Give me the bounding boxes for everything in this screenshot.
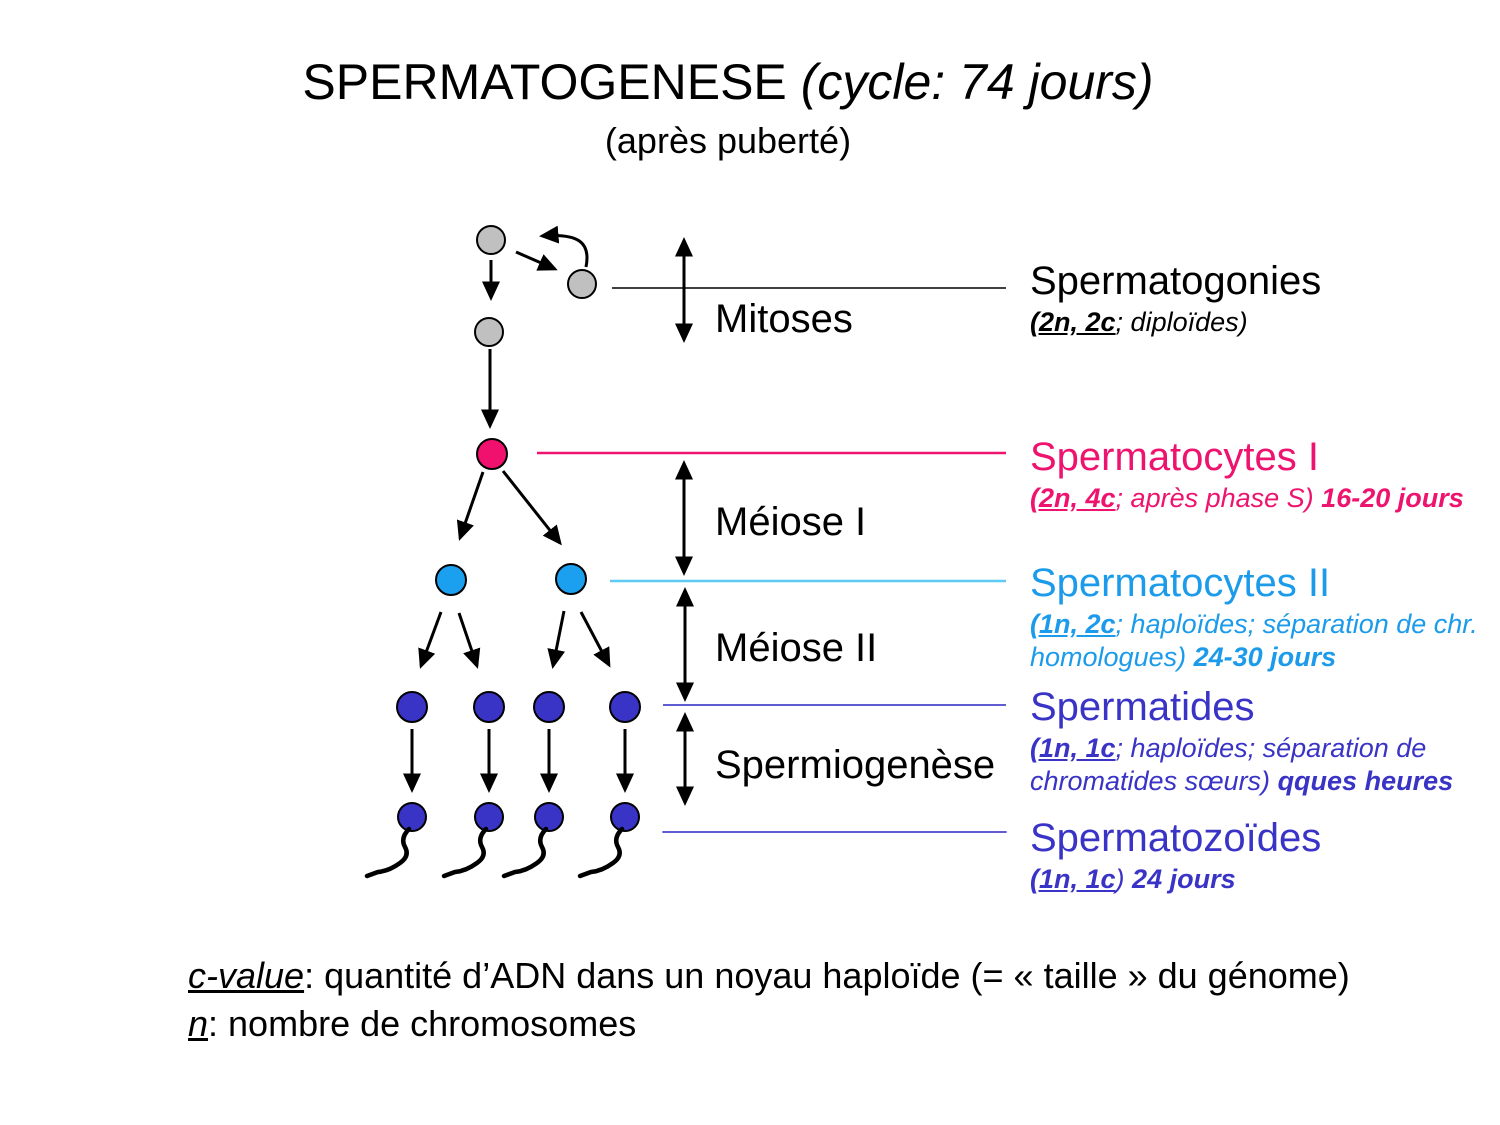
stage-duration: 24 jours	[1132, 864, 1236, 894]
spermatozoon-head	[610, 802, 640, 832]
stage-desc: )	[1115, 864, 1133, 894]
spermatozoon-tail	[441, 826, 489, 879]
ploidy-value: (2n, 4c	[1030, 483, 1116, 513]
mitosis-loop-arrow	[539, 225, 589, 268]
stage-desc: ; après phase S)	[1115, 483, 1322, 513]
stage-spermatides: Spermatides (1n, 1c; haploïdes; séparati…	[1030, 684, 1500, 798]
spermatid-cell	[473, 691, 505, 723]
label-mitoses: Mitoses	[715, 297, 853, 341]
meiosis2-division-arrow	[547, 610, 566, 669]
spermatozoon-head	[397, 802, 427, 832]
spermatid-cell	[396, 691, 428, 723]
footnote-line-cvalue: c-value: quantité d’ADN dans un noyau ha…	[188, 952, 1350, 1000]
spermatogonium-cell	[567, 269, 597, 299]
page-subtitle: (après puberté)	[604, 119, 852, 161]
ploidy-value: (1n, 1c	[1030, 733, 1116, 763]
footnote-line-n: n: nombre de chromosomes	[188, 1000, 1350, 1048]
stage-detail: (1n, 2c; haploïdes; séparation de chr. h…	[1030, 608, 1478, 674]
ploidy-value: (1n, 2c	[1030, 609, 1116, 639]
spermatocyte1-group	[456, 438, 1006, 546]
page-title-cycle: (cycle: 74 jours)	[800, 54, 1154, 110]
stage-spermatocytes2: Spermatocytes II (1n, 2c; haploïdes; sép…	[1030, 560, 1500, 674]
footnote-text: : nombre de chromosomes	[208, 1003, 637, 1044]
label-spermiogenese: Spermiogenèse	[715, 743, 996, 787]
stage-spermatogonies: Spermatogonies (2n, 2c; diploïdes)	[1030, 258, 1500, 339]
spermatozoon-tail	[501, 826, 549, 879]
meiosis2-division-arrow	[579, 611, 611, 668]
meiosis2-division-arrow	[418, 611, 443, 669]
stage-detail: (1n, 1c) 24 jours	[1030, 863, 1500, 896]
spermatid-cell	[609, 691, 641, 723]
stage-title: Spermatides	[1030, 685, 1255, 729]
spermatogonium-cell	[474, 317, 504, 347]
spermatogonium-cell	[476, 225, 506, 255]
footnote: c-value: quantité d’ADN dans un noyau ha…	[188, 952, 1350, 1048]
stage-detail: (2n, 4c; après phase S) 16-20 jours	[1030, 482, 1500, 515]
stage-title: Spermatozoïdes	[1030, 816, 1322, 860]
ploidy-value: (2n, 2c	[1030, 307, 1116, 337]
page-title: SPERMATOGENESE (cycle: 74 jours)	[0, 54, 1456, 112]
spermatozoa-group	[364, 802, 1007, 879]
spermatogonia-cells	[474, 225, 1006, 429]
label-meiose2: Méiose II	[715, 626, 878, 670]
stage-detail: (2n, 2c; diploïdes)	[1030, 306, 1500, 339]
footnote-text: : quantité d’ADN dans un noyau haploïde …	[304, 955, 1350, 996]
spermatozoon-head	[474, 802, 504, 832]
stage-duration: 16-20 jours	[1321, 483, 1464, 513]
spermatocyte2-cell	[435, 564, 467, 596]
spermatid-cell	[533, 691, 565, 723]
spermatocyte1-cell	[476, 438, 508, 470]
label-meiose1: Méiose I	[715, 500, 867, 544]
spermatozoon-head	[534, 802, 564, 832]
phase-span-arrows	[675, 237, 694, 806]
title-block: SPERMATOGENESE (cycle: 74 jours) (après …	[0, 54, 1456, 161]
meiosis2-division-arrow	[457, 612, 481, 669]
stage-spermatozoides: Spermatozoïdes (1n, 1c) 24 jours	[1030, 815, 1500, 896]
stage-desc: ; haploïdes; séparation de chr. homologu…	[1030, 609, 1478, 672]
spermatocyte2-cell	[555, 563, 587, 595]
meiosis1-division-arrow	[501, 470, 562, 546]
stage-title: Spermatocytes II	[1030, 561, 1331, 605]
page-title-text: SPERMATOGENESE	[302, 54, 801, 110]
stage-duration: qques heures	[1277, 766, 1454, 796]
footnote-term: c-value	[188, 955, 305, 996]
spermatid-group	[396, 691, 1006, 793]
stage-duration: 24-30 jours	[1193, 642, 1337, 672]
meiosis1-division-arrow	[456, 471, 485, 541]
stage-detail: (1n, 1c; haploïdes; séparation de chroma…	[1030, 732, 1478, 798]
stage-title: Spermatocytes I	[1030, 435, 1320, 479]
spermatozoon-tail	[577, 826, 625, 879]
footnote-term: n	[188, 1003, 209, 1044]
stage-title: Spermatogonies	[1030, 259, 1322, 303]
spermatozoon-tail	[364, 826, 412, 879]
spermatocyte2-group	[418, 563, 1006, 669]
stage-desc: ; haploïdes; séparation de chromatides s…	[1030, 733, 1427, 796]
stage-desc: ; diploïdes)	[1115, 307, 1248, 337]
mitosis-arrow	[515, 250, 558, 271]
ploidy-value: (1n, 1c	[1030, 864, 1116, 894]
stage-spermatocytes1: Spermatocytes I (2n, 4c; après phase S) …	[1030, 434, 1500, 515]
